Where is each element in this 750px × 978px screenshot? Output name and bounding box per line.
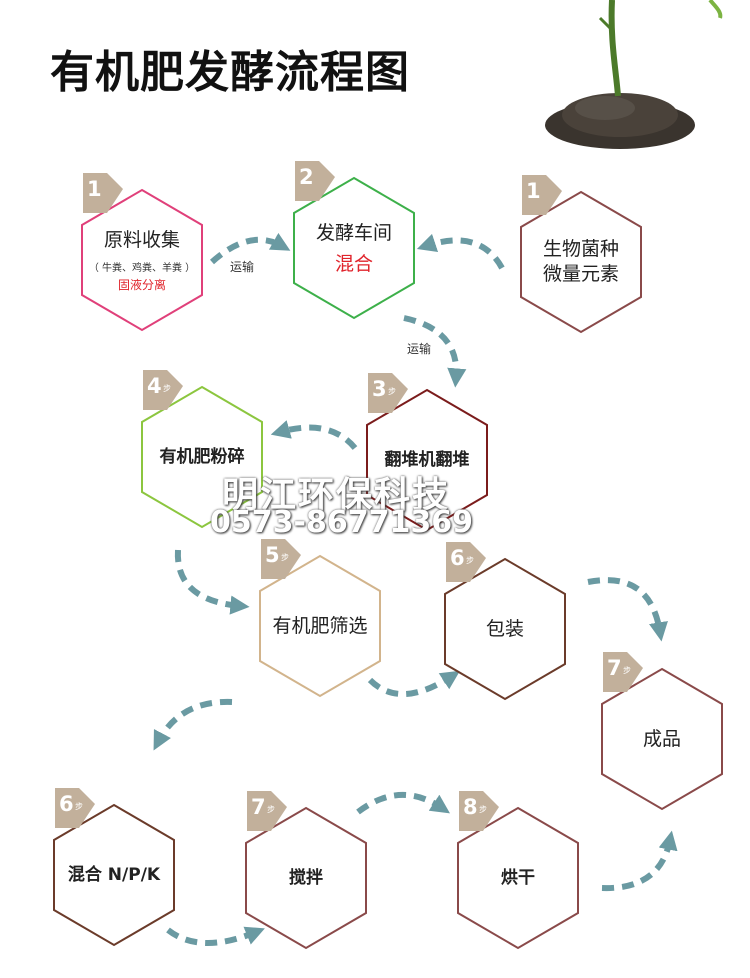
node-raw: 原料收集 （ 牛粪、鸡粪、羊粪 ） 固液分离 <box>80 188 204 332</box>
step-suffix: 步 <box>163 384 171 393</box>
watermark-phone: 0573-86771369 <box>210 505 473 540</box>
step-badge: 1 <box>522 175 566 215</box>
arrow-dry-to-product <box>601 830 678 892</box>
arrow-crush-to-screen <box>174 549 250 615</box>
step-number: 6 <box>450 546 465 570</box>
node-workshop: 发酵车间混合 <box>292 176 416 320</box>
node-turn: 翻堆机翻堆 <box>365 388 489 532</box>
step-number: 8 <box>463 795 478 819</box>
step-suffix: 步 <box>388 387 396 396</box>
hexagon-shape <box>81 188 203 332</box>
step-suffix: 步 <box>466 556 474 565</box>
arrow-stir-to-dry <box>356 792 450 815</box>
node-label: 包装 <box>485 617 524 640</box>
step-number: 1 <box>526 179 541 203</box>
page-title: 有机肥发酵流程图 <box>50 47 410 98</box>
step-number: 6 <box>59 792 74 816</box>
node-product: 成品 <box>600 667 724 811</box>
arrow-turn-to-crush <box>270 420 358 451</box>
node-label: 混合 N/P/K <box>67 864 161 885</box>
hexagon-shape <box>366 388 488 532</box>
arrow-workshop-to-turn <box>403 315 467 388</box>
step-suffix: 步 <box>75 802 83 811</box>
node-label: 发酵车间 <box>315 221 392 244</box>
watermark-company: 明江环保科技 <box>222 475 451 516</box>
hexagon-shape <box>259 554 381 698</box>
step-suffix: 步 <box>479 805 487 814</box>
hexagon-shape <box>520 190 642 334</box>
node-label-line2: 微量元素 <box>542 263 619 285</box>
step-suffix: 步 <box>281 553 289 562</box>
arrow-bacteria-to-workshop <box>416 233 505 270</box>
node-label: 成品 <box>642 727 681 750</box>
arrow-raw-to-workshop <box>210 232 291 265</box>
hexagon-shape <box>293 176 415 320</box>
arrow-mix-to-stir <box>166 926 265 946</box>
plant-soil-image <box>545 0 723 149</box>
node-sublabel: （ 牛粪、鸡粪、羊粪 ） <box>88 262 196 274</box>
node-dry: 烘干 <box>456 806 580 950</box>
hexagon-shape <box>53 803 175 947</box>
step-number: 4 <box>147 374 162 398</box>
arrow-screen-to-pack <box>367 670 461 697</box>
hexagon-shape <box>444 557 566 701</box>
node-label: 烘干 <box>501 867 535 888</box>
node-mix: 混合 N/P/K <box>52 803 176 947</box>
node-highlight: 固液分离 <box>117 277 166 292</box>
node-crush: 有机肥粉碎 <box>140 385 264 529</box>
arrow-label-transport-2: 运输 <box>407 342 432 356</box>
step-suffix: 步 <box>267 805 275 814</box>
step-number: 2 <box>299 165 314 189</box>
node-label: 翻堆机翻堆 <box>384 449 470 470</box>
hexagon-shape <box>601 667 723 811</box>
node-label: 原料收集 <box>103 228 180 251</box>
node-pack: 包装 <box>443 557 567 701</box>
arrow-label-transport-1: 运输 <box>230 260 255 274</box>
hexagon-shape <box>141 385 263 529</box>
node-stir: 搅拌 <box>244 806 368 950</box>
node-screen: 有机肥筛选 <box>258 554 382 698</box>
step-number: 5 <box>265 543 280 567</box>
step-badge: 2 <box>295 161 339 201</box>
node-bacteria: 生物菌种微量元素 <box>519 190 643 334</box>
step-number: 7 <box>251 795 266 819</box>
node-highlight: 混合 <box>334 252 373 275</box>
hexagon-shape <box>457 806 579 950</box>
step-badge: 1 <box>83 173 127 213</box>
arrow-to-mix <box>153 698 233 751</box>
step-number: 1 <box>87 177 102 201</box>
step-number: 7 <box>607 656 622 680</box>
step-suffix: 步 <box>623 666 631 675</box>
node-label: 生物菌种 <box>542 238 619 260</box>
node-label: 有机肥筛选 <box>272 614 368 637</box>
hexagon-shape <box>245 806 367 950</box>
arrow-pack-to-product <box>587 577 668 642</box>
node-label: 搅拌 <box>289 867 323 888</box>
node-label: 有机肥粉碎 <box>159 446 245 467</box>
step-number: 3 <box>372 377 387 401</box>
